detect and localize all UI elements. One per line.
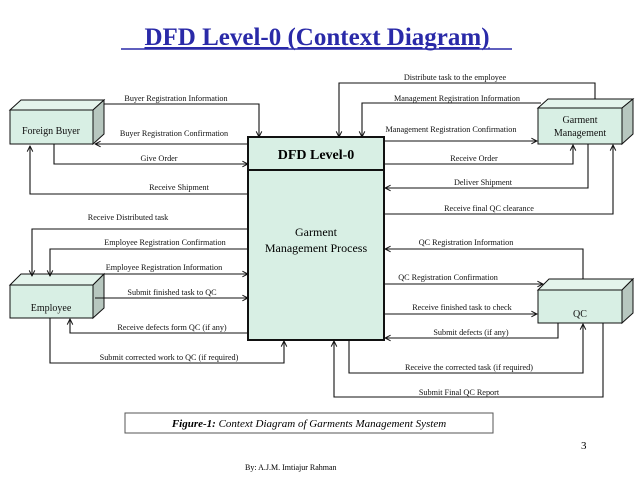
author: By: A.J.M. Imtiajur Rahman: [245, 463, 337, 472]
process-name-line1: Garment: [295, 225, 338, 239]
svg-text:Receive finished task to check: Receive finished task to check: [412, 303, 512, 312]
flow-receive-finished-task: Receive finished task to check: [384, 303, 537, 314]
page-title: DFD Level-0 (Context Diagram): [144, 24, 489, 51]
svg-text:Deliver Shipment: Deliver Shipment: [454, 178, 513, 187]
flow-submit-final-qc-report: Submit Final QC Report: [334, 323, 604, 398]
svg-text:Receive Distributed task: Receive Distributed task: [88, 213, 169, 222]
svg-text:Receive Order: Receive Order: [450, 154, 498, 163]
svg-text:Submit corrected work to QC (i: Submit corrected work to QC (if required…: [100, 353, 239, 362]
flow-receive-order: Receive Order: [384, 145, 573, 165]
svg-text:QC Registration Confirmation: QC Registration Confirmation: [398, 273, 498, 282]
entity-qc: QC: [536, 277, 635, 325]
svg-text:QC Registration Information: QC Registration Information: [419, 238, 514, 247]
figure-caption: Figure-1: Context Diagram of Garments Ma…: [124, 412, 494, 434]
page-number: 3: [581, 440, 587, 452]
svg-text:Management Registration Inform: Management Registration Information: [394, 94, 520, 103]
svg-text:Distribute task to the employ: Distribute task to the employee: [404, 73, 507, 82]
svg-text:Give Order: Give Order: [140, 154, 177, 163]
flow-employee-registration-information: Employee Registration Information: [104, 263, 248, 274]
process-box: DFD Level-0 Garment Management Process: [247, 136, 385, 341]
garment-management-label-1: Garment: [563, 115, 598, 126]
flow-deliver-shipment: Deliver Shipment: [385, 144, 589, 188]
flow-buyer-registration-confirmation: Buyer Registration Confirmation: [95, 129, 248, 144]
flow-receive-final-qc-clearance: Receive final QC clearance: [384, 145, 613, 215]
svg-text:Receive Shipment: Receive Shipment: [149, 183, 210, 192]
svg-text:Management Registration Confir: Management Registration Confirmation: [386, 125, 517, 134]
flow-employee-registration-confirmation: Employee Registration Confirmation: [50, 238, 248, 276]
svg-text:Receive defects form QC (if an: Receive defects form QC (if any): [117, 323, 227, 332]
svg-text:Submit finished task to QC: Submit finished task to QC: [127, 288, 217, 297]
svg-text:Submit defects (if any): Submit defects (if any): [433, 328, 509, 337]
garment-management-label-2: Management: [554, 128, 606, 139]
entity-garment-management: Garment Management: [536, 97, 635, 146]
entity-foreign-buyer: Foreign Buyer: [8, 98, 106, 146]
svg-text:Employee Registration Confirma: Employee Registration Confirmation: [104, 238, 225, 247]
flow-receive-defects: Receive defects form QC (if any): [70, 319, 248, 334]
svg-text:Figure-1: Context Diagram of G: Figure-1: Context Diagram of Garments Ma…: [171, 418, 446, 430]
entity-employee: Employee: [8, 272, 106, 320]
process-name-line2: Management Process: [265, 241, 368, 255]
flow-distribute-task: Distribute task to the employee: [339, 73, 596, 137]
svg-text:Employee Registration Informat: Employee Registration Information: [106, 263, 222, 272]
caption-text: Context Diagram of Garments Management S…: [216, 418, 446, 430]
process-header: DFD Level-0: [278, 148, 355, 163]
foreign-buyer-label: Foreign Buyer: [22, 126, 81, 137]
flow-submit-finished-task: Submit finished task to QC: [95, 288, 248, 298]
flow-qc-registration-information: QC Registration Information: [385, 238, 584, 279]
svg-text:Receive final QC clearance: Receive final QC clearance: [444, 204, 534, 213]
caption-label: Figure-1:: [171, 418, 216, 430]
flow-qc-registration-confirmation: QC Registration Confirmation: [384, 273, 543, 284]
flow-buyer-registration-information: Buyer Registration Information: [104, 94, 259, 137]
svg-text:Buyer Registration Information: Buyer Registration Information: [124, 94, 227, 103]
employee-label: Employee: [31, 303, 72, 314]
svg-text:Submit Final QC Report: Submit Final QC Report: [419, 388, 500, 397]
flow-submit-corrected-work: Submit corrected work to QC (if required…: [49, 318, 284, 364]
flow-submit-defects: Submit defects (if any): [385, 323, 559, 338]
flow-management-registration-information: Management Registration Information: [362, 94, 541, 137]
flow-receive-distributed-task: Receive Distributed task: [32, 213, 248, 276]
qc-label: QC: [573, 309, 587, 320]
flow-management-registration-confirmation: Management Registration Confirmation: [384, 125, 537, 141]
svg-text:Buyer Registration Confirmatio: Buyer Registration Confirmation: [120, 129, 228, 138]
svg-text:Receive the corrected task (if: Receive the corrected task (if required): [405, 363, 533, 372]
flow-receive-shipment: Receive Shipment: [30, 146, 248, 195]
flow-give-order: Give Order: [53, 144, 248, 164]
flow-receive-corrected-task: Receive the corrected task (if required): [348, 324, 583, 374]
